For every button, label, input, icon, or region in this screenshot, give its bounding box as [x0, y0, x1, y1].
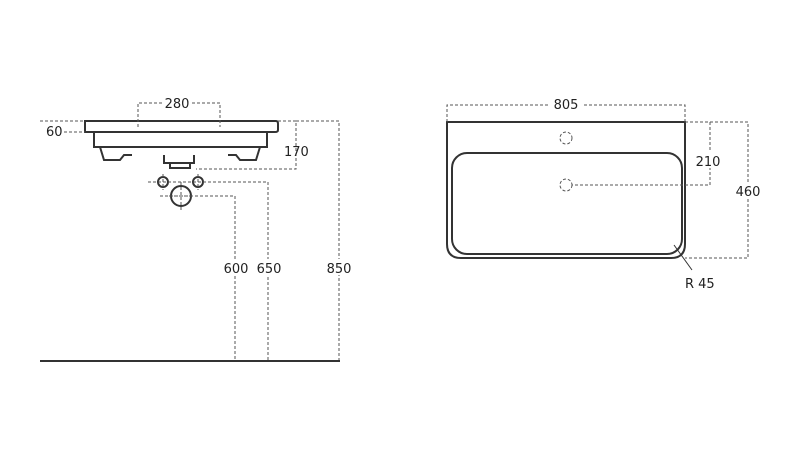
dim-805: 805	[554, 98, 579, 113]
drain-outlet	[163, 155, 195, 169]
side-view: 280 60 170 600 650 850	[40, 97, 352, 362]
dim-170-lines	[196, 120, 297, 170]
radius-leader	[673, 244, 693, 271]
top-view: 805 210 460 R 45	[446, 98, 762, 292]
dim-805-lines	[446, 104, 686, 122]
dim-850: 850	[327, 262, 352, 277]
dim-280: 280	[165, 97, 190, 112]
radius-label: R 45	[685, 277, 715, 292]
dim-850-lines	[296, 120, 340, 361]
dim-60: 60	[46, 125, 63, 140]
countertop-slab	[84, 120, 279, 133]
dim-650: 650	[257, 262, 282, 277]
dim-60-lines	[40, 120, 85, 133]
dim-170: 170	[284, 145, 309, 160]
right-foot	[228, 146, 261, 161]
left-foot	[99, 146, 132, 161]
dim-650-lines	[148, 181, 269, 361]
drain-hole	[559, 178, 573, 192]
sink-outline	[446, 121, 686, 259]
basin-body	[93, 132, 268, 148]
dim-600-lines	[160, 195, 236, 361]
basin-outline	[451, 152, 683, 255]
tap-hole	[559, 131, 573, 145]
dim-460: 460	[736, 185, 761, 200]
dim-210: 210	[696, 155, 721, 170]
dim-600: 600	[224, 262, 249, 277]
dim-280-lines	[137, 102, 221, 127]
